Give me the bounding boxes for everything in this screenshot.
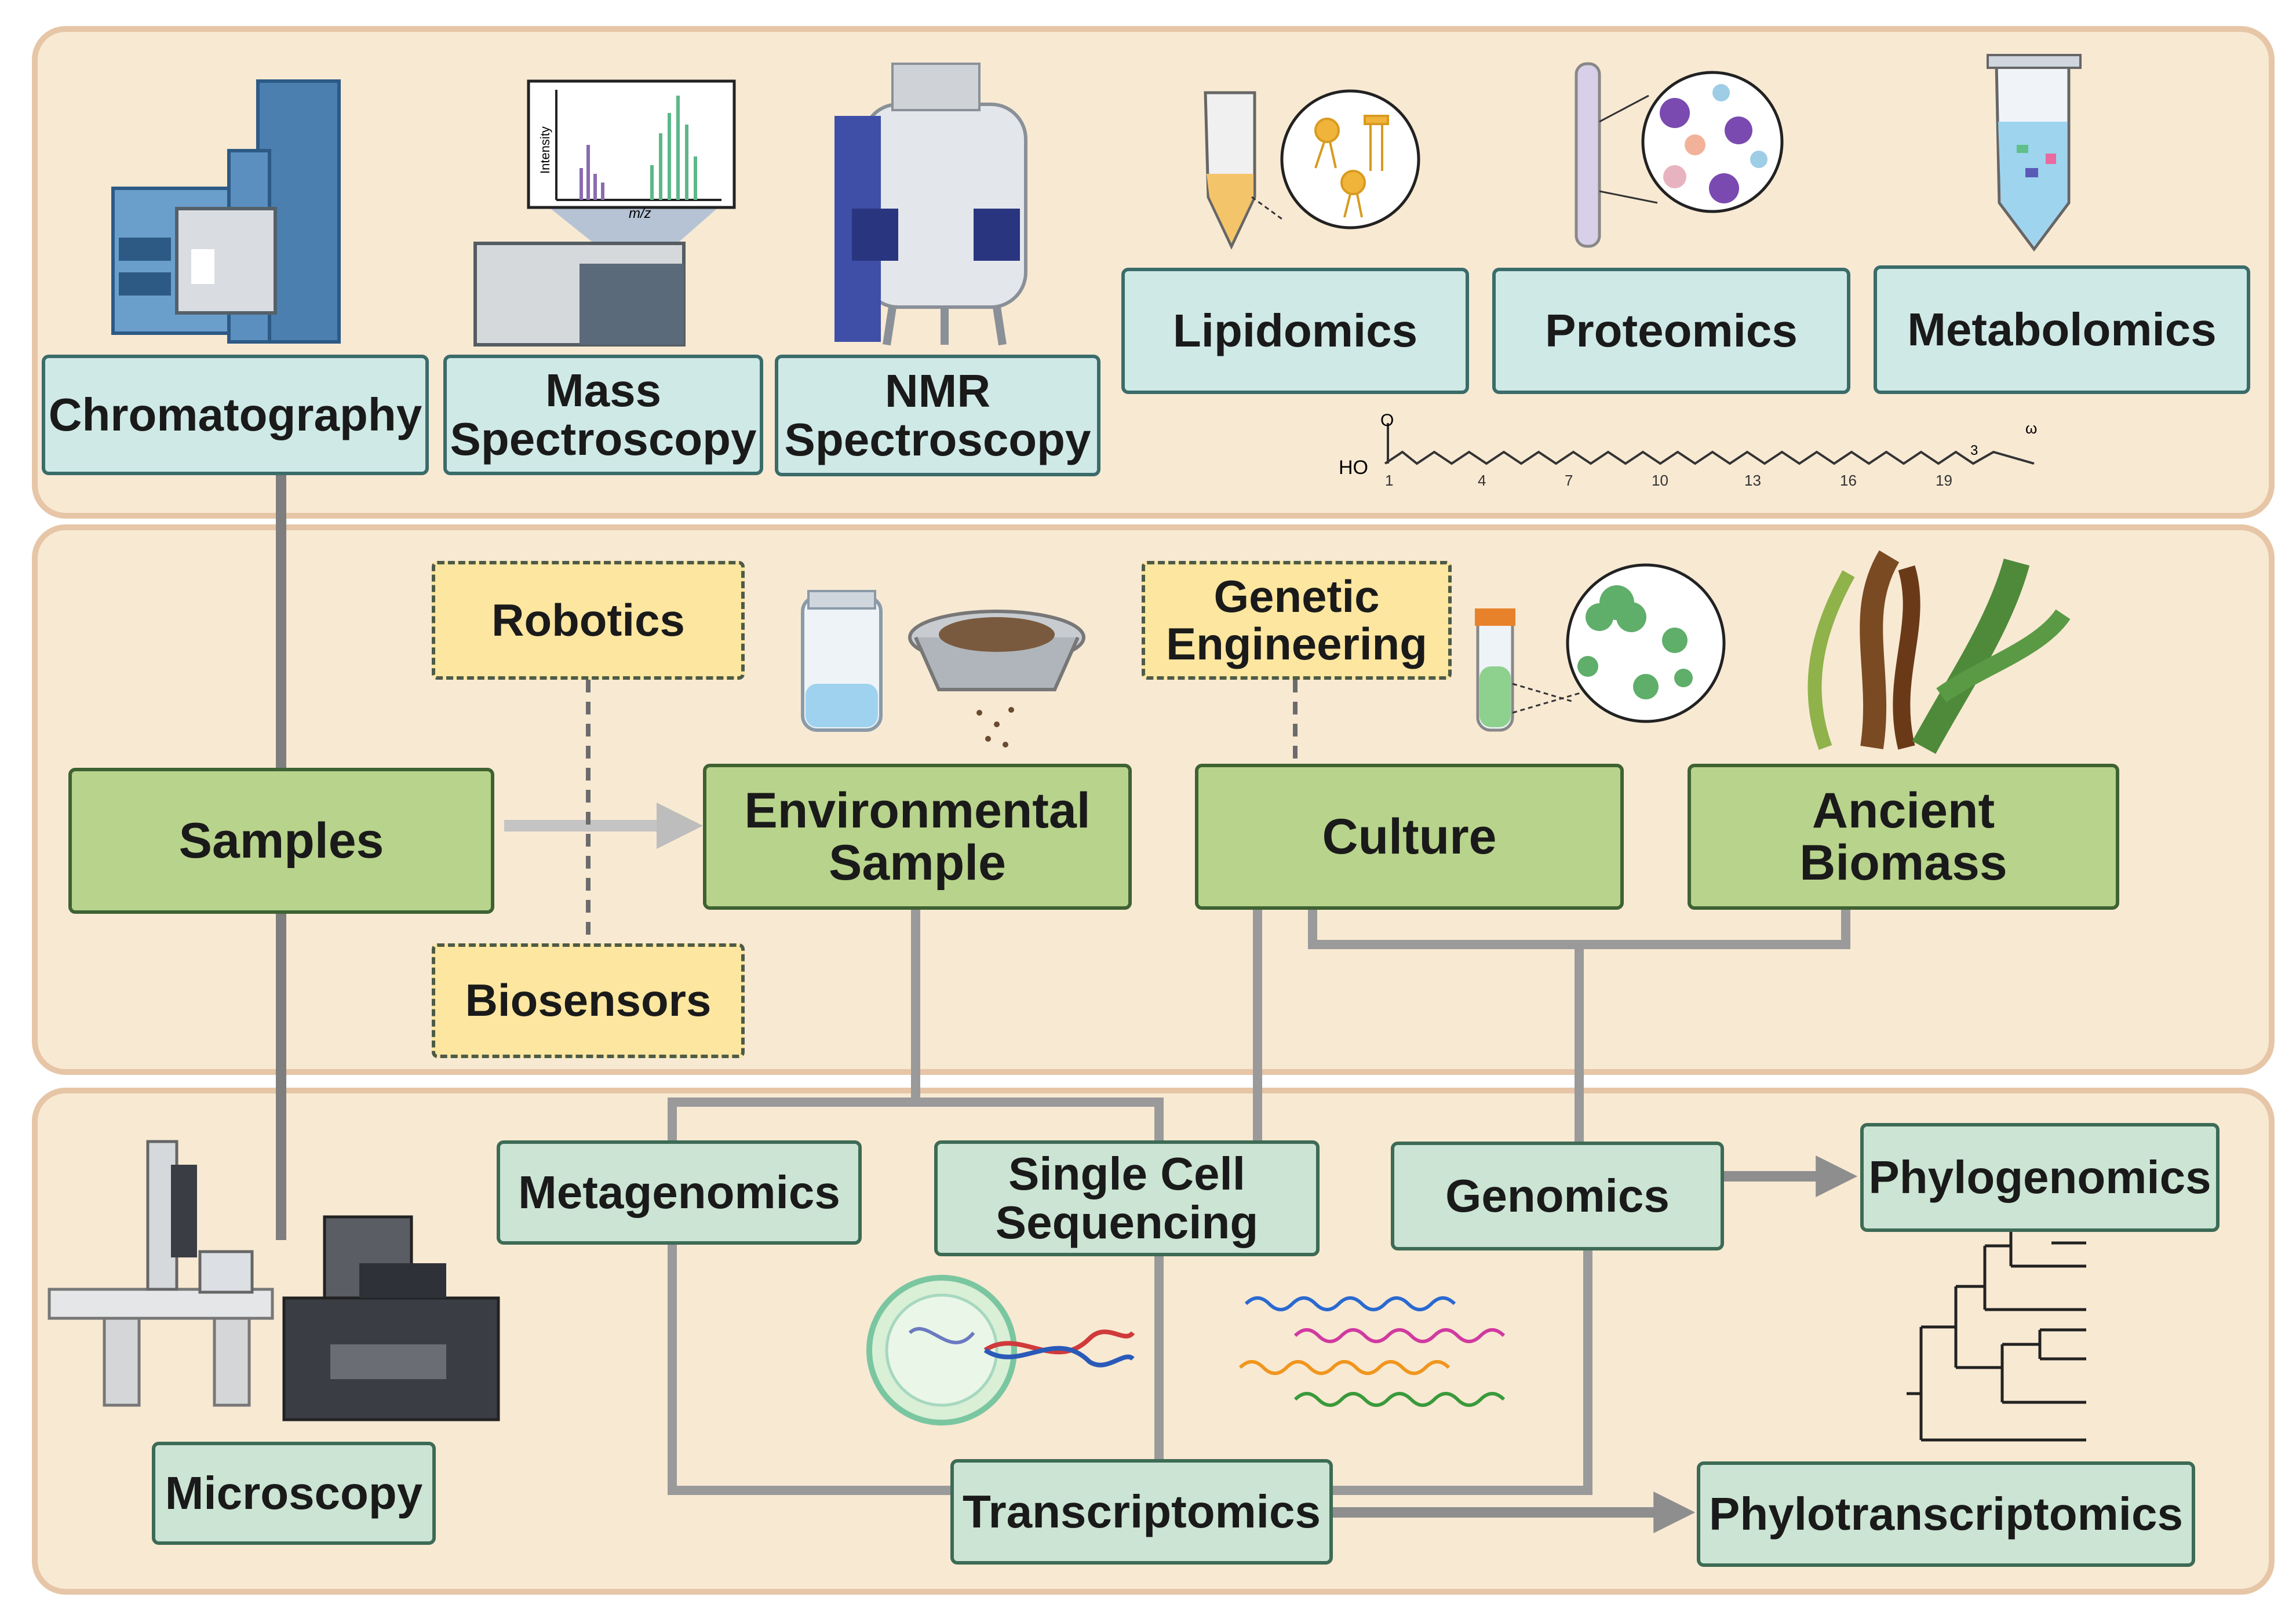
fatty-acid-position: 1 (1385, 472, 1393, 489)
fatty-acid-position: 13 (1744, 472, 1761, 489)
metagenomics-label: Metagenomics (518, 1166, 840, 1218)
environmental-sample-box[interactable]: Environmental Sample (703, 764, 1132, 910)
biosensors-label: Biosensors (465, 975, 712, 1026)
samples-label: Samples (178, 812, 384, 869)
phylotranscriptomics-box[interactable]: Phylotranscriptomics (1697, 1461, 2195, 1567)
fatty-acid-position: 16 (1840, 472, 1857, 489)
algae-icon (1807, 550, 2071, 754)
transcriptomics-box[interactable]: Transcriptomics (950, 1459, 1333, 1565)
microscope-icon (48, 1140, 500, 1421)
genomics-to-transcriptomics-line (1330, 1250, 1592, 1495)
ancient-biomass-box[interactable]: Ancient Biomass (1688, 764, 2119, 910)
metabolomics-label: Metabolomics (1907, 304, 2217, 355)
proteomics-label: Proteomics (1545, 305, 1798, 356)
fatty-acid-position: 19 (1936, 472, 1952, 489)
samples-box[interactable]: Samples (68, 768, 494, 914)
fatty-acid-positions: 1 4 7 10 13 16 19 (1385, 472, 1952, 489)
phylogenomics-label: Phylogenomics (1868, 1151, 2211, 1203)
culture-box[interactable]: Culture (1195, 764, 1624, 910)
proteomics-box[interactable]: Proteomics (1492, 268, 1850, 394)
environmental-to-metagenomics-line (668, 910, 920, 1140)
fatty-acid-omega-three: 3 (1970, 443, 1978, 458)
biosensors-box[interactable]: Biosensors (432, 943, 745, 1058)
microscopy-box[interactable]: Microscopy (152, 1442, 436, 1545)
robotics-box[interactable]: Robotics (432, 561, 745, 680)
fatty-acid-structure (1384, 423, 2035, 465)
ms-xlabel: m/z (629, 206, 651, 221)
nmr-spectroscopy-label: NMR Spectroscopy (784, 365, 1091, 465)
fatty-acid-position: 10 (1652, 472, 1668, 489)
bacterial-cell-icon (866, 1275, 1135, 1425)
environmental-to-singlecell-line (916, 1098, 1164, 1140)
metagenomics-to-transcriptomics-line (668, 1240, 953, 1495)
fatty-acid-position: 7 (1565, 472, 1573, 489)
fatty-acid-omega: ω (2025, 420, 2037, 437)
soil-sieve-icon (908, 610, 1085, 748)
lipidomics-label: Lipidomics (1172, 305, 1418, 356)
phylotranscriptomics-label: Phylotranscriptomics (1708, 1488, 2183, 1540)
mass-spectroscopy-label: Mass Spectroscopy (450, 364, 757, 465)
chromatography-label: Chromatography (48, 389, 422, 440)
mass-spectrum-plot: Intensity m/z (473, 79, 736, 347)
genetic-engineering-label: Genetic Engineering (1166, 570, 1427, 669)
culture-label: Culture (1322, 808, 1497, 865)
microscopy-label: Microscopy (165, 1467, 423, 1519)
culture-ancient-junction-line (1308, 910, 1850, 949)
lipidomics-box[interactable]: Lipidomics (1121, 268, 1469, 394)
phylogenetic-tree-icon (1907, 1221, 2086, 1442)
ancient-biomass-label: Ancient Biomass (1799, 782, 2007, 891)
chromatography-box[interactable]: Chromatography (42, 355, 429, 475)
genomics-box[interactable]: Genomics (1391, 1142, 1724, 1250)
single-cell-sequencing-label: Single Cell Sequencing (995, 1148, 1259, 1248)
genetic-engineering-box[interactable]: Genetic Engineering (1142, 561, 1452, 680)
fatty-acid-o: O (1380, 411, 1394, 430)
genomics-label: Genomics (1445, 1170, 1670, 1222)
nmr-magnet-icon (834, 63, 1027, 346)
fatty-acid-ho: HO (1339, 457, 1368, 479)
single-cell-sequencing-box[interactable]: Single Cell Sequencing (934, 1140, 1320, 1256)
transcriptomics-label: Transcriptomics (962, 1486, 1321, 1537)
dna-strands-icon (1238, 1296, 1506, 1407)
metabolite-tube-icon (1987, 54, 2082, 252)
protein-tube-icon (1575, 62, 1784, 248)
robotics-label: Robotics (491, 594, 685, 646)
sample-jar-icon (801, 590, 883, 732)
lipid-tube-icon (1204, 89, 1420, 250)
metabolomics-box[interactable]: Metabolomics (1874, 265, 2250, 394)
fatty-acid-position: 4 (1478, 472, 1486, 489)
culture-tube-icon (1475, 563, 1726, 732)
chromatography-instrument-icon (111, 79, 341, 344)
metagenomics-box[interactable]: Metagenomics (497, 1140, 862, 1245)
mass-spectroscopy-box[interactable]: Mass Spectroscopy (443, 355, 763, 475)
nmr-spectroscopy-box[interactable]: NMR Spectroscopy (775, 355, 1100, 476)
environmental-sample-label: Environmental Sample (744, 782, 1091, 891)
ms-ylabel: Intensity (538, 126, 552, 174)
phylogenomics-box[interactable]: Phylogenomics (1860, 1123, 2220, 1232)
